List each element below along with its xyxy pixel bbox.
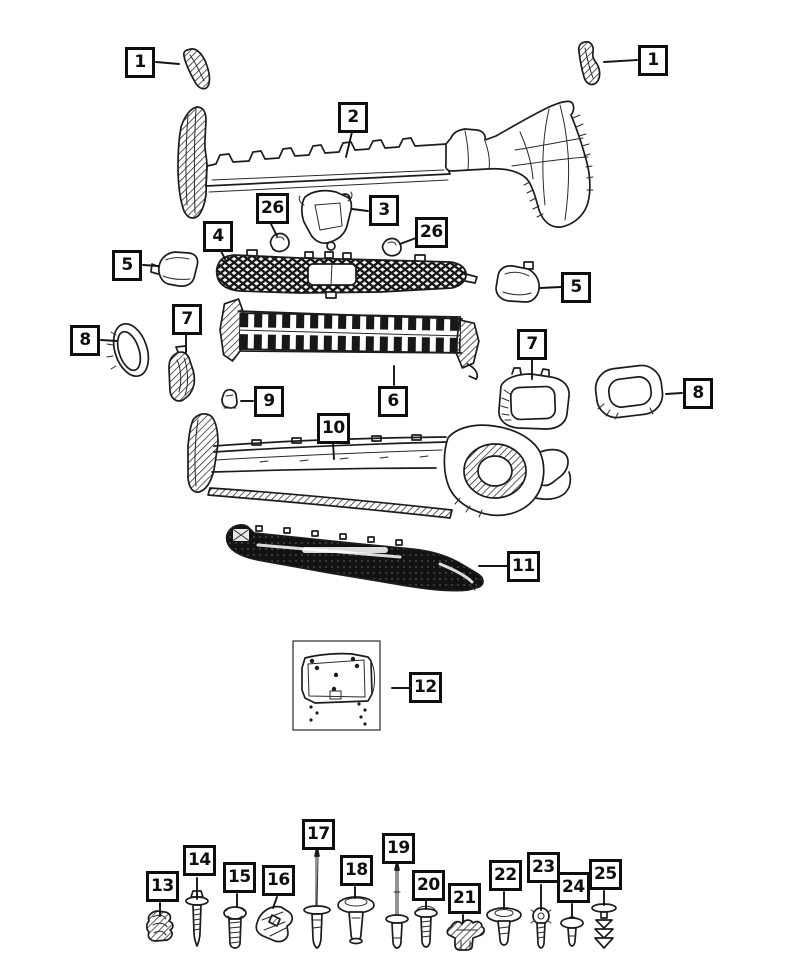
callout-21: 21 [448,883,481,914]
callout-7-left: 7 [172,304,202,335]
part-lower-grille [219,298,480,381]
callout-17: 17 [302,819,335,850]
callout-6: 6 [378,386,408,417]
clip-26-right [381,237,402,257]
callout-8-left: 8 [70,325,100,356]
fastener-16-clip [255,905,293,943]
callout-2: 2 [338,102,368,133]
part-fog-bracket-left [168,345,196,402]
callout-14: 14 [183,845,216,876]
callout-24: 24 [557,872,590,903]
part-fog-housing-right [498,367,570,430]
part-lower-fascia [187,413,572,519]
part-fog-bezel-right [594,364,664,420]
part-sensor-bracket [298,189,353,251]
callout-8-right: 8 [683,378,713,409]
fastener-25-tree-clip [591,903,617,949]
fastener-24-rivet [560,916,584,947]
callout-7-right: 7 [517,329,547,360]
callout-19: 19 [382,833,415,864]
part-license-plate-bracket [292,640,381,731]
fastener-18-push-pin [337,896,375,945]
part-fascia-seal-left [182,48,211,90]
callout-26-left: 26 [256,193,289,224]
callout-1-right: 1 [638,45,668,76]
callout-5-right: 5 [561,272,591,303]
part-fog-bezel-left [106,322,150,378]
callout-4: 4 [203,221,233,252]
part-fascia-seal-right [577,41,601,86]
callout-10: 10 [317,413,350,444]
fastener-19-rivet [385,860,409,949]
callout-5-left: 5 [112,250,142,281]
fastener-23-screw [530,907,552,949]
callout-16: 16 [262,865,295,896]
callout-26-right: 26 [415,217,448,248]
fastener-22-retainer [486,907,522,946]
part-grille-cap-right [495,261,540,303]
fastener-20-screw [414,905,438,948]
callout-15: 15 [223,862,256,893]
fastener-17-pin [303,846,331,949]
part-upper-fascia [177,100,594,228]
part-upper-grille [215,249,478,299]
fastener-15-screw [223,906,247,949]
clip-9 [221,388,238,409]
callout-9: 9 [254,386,284,417]
callout-13: 13 [146,871,179,902]
callout-23: 23 [527,852,560,883]
part-valance-skid [225,524,484,592]
callout-22: 22 [489,860,522,891]
callout-18: 18 [340,855,373,886]
callout-20: 20 [412,870,445,901]
callout-25: 25 [589,859,622,890]
part-grille-cap-left [150,251,199,288]
callout-1-left: 1 [125,47,155,78]
leader-lines [100,59,683,923]
fastener-21-clip [446,919,485,951]
clip-26-left [269,232,290,253]
callout-12: 12 [409,672,442,703]
callout-3: 3 [369,195,399,226]
callout-11: 11 [507,551,540,582]
